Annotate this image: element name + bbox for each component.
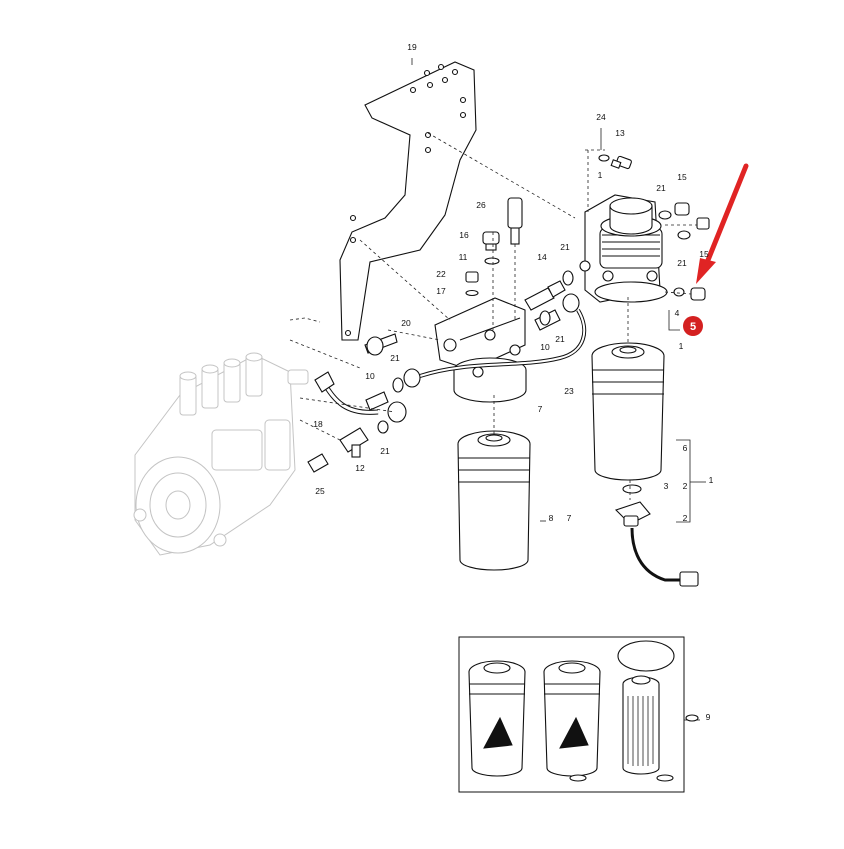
callout-c3: 3 (664, 481, 669, 491)
callout-c26: 26 (476, 200, 486, 210)
o-ring-17 (465, 289, 479, 297)
callout-c1b: 1 (679, 341, 684, 351)
callout-c21c: 21 (677, 258, 687, 268)
plug-15-lower (696, 217, 710, 230)
assembly-lines (289, 132, 697, 500)
callout-c23: 23 (564, 386, 574, 396)
kit-filter-2 (543, 660, 601, 777)
banjo-fitting (562, 293, 580, 313)
callout-c21f: 21 (380, 446, 390, 456)
callout-c21d: 21 (555, 334, 565, 344)
washer-21b (539, 310, 551, 326)
callout-c18: 18 (313, 419, 323, 429)
highlight-arrow (696, 163, 749, 284)
callout-c13: 13 (615, 128, 625, 138)
fitting-25 (307, 453, 329, 473)
line-18-end (314, 371, 335, 393)
callout-c15b: 15 (699, 249, 709, 259)
washer-21f (677, 230, 691, 240)
washer-21e (658, 210, 672, 220)
callout-c4: 4 (675, 308, 680, 318)
callout-c22: 22 (436, 269, 446, 279)
main-filter-head (579, 194, 668, 303)
callout-c20: 20 (401, 318, 411, 328)
kit-o-ring-2 (656, 774, 674, 782)
filter-cartridge-right (591, 342, 665, 481)
callout-c1a: 1 (598, 170, 603, 180)
callout-c6: 6 (683, 443, 688, 453)
kit-filter-3 (617, 640, 675, 775)
callout-c21b: 21 (560, 242, 570, 252)
plug-15-upper (674, 202, 690, 216)
callout-c12: 12 (355, 463, 365, 473)
callout-c10b: 10 (365, 371, 375, 381)
mounting-bracket-19 (339, 61, 477, 341)
callout-c25: 25 (315, 486, 325, 496)
callout-c17: 17 (436, 286, 446, 296)
plug-22 (465, 271, 479, 283)
kit-o-ring-3 (685, 714, 699, 722)
kit-filter-1 (468, 660, 526, 777)
screw-13 (610, 155, 632, 170)
callout-c11: 11 (459, 252, 468, 262)
fitting-12 (339, 427, 369, 458)
callout-c14: 14 (537, 252, 547, 262)
injection-pump-ghost (133, 352, 309, 556)
banjo-fitting-18 (387, 401, 407, 423)
callout-c1c: 1 (709, 475, 714, 485)
filter-cartridge-left (457, 430, 531, 571)
fitting-14 (524, 280, 566, 311)
callout-c7a: 7 (538, 404, 543, 414)
callout-c16: 16 (459, 230, 469, 240)
service-kit-inset (458, 636, 700, 793)
callout-c21a: 21 (656, 183, 666, 193)
callout-c9: 9 (706, 712, 711, 722)
banjo-fitting-23 (403, 368, 421, 388)
plug-5 (690, 287, 706, 301)
callout-brackets (411, 58, 706, 523)
callout-c19: 19 (407, 42, 417, 52)
washer-24 (598, 154, 610, 162)
banjo-bolt-10b (365, 391, 389, 411)
bolt-20 (364, 333, 398, 356)
callout-c24: 24 (596, 112, 606, 122)
plug-16 (482, 231, 500, 251)
water-sensor-2 (614, 501, 699, 587)
callout-c10a: 10 (540, 342, 550, 352)
washer-21d (377, 420, 389, 434)
washer-21c (392, 377, 404, 393)
o-ring-3 (622, 484, 642, 494)
highlight-callout-5: 5 (683, 316, 703, 336)
callout-c21e: 21 (390, 353, 400, 363)
highlight-callout-text: 5 (690, 321, 696, 333)
sensor-26 (507, 197, 523, 245)
o-ring-11 (484, 257, 500, 265)
prefilter-head (434, 297, 527, 403)
kit-o-ring-1 (569, 774, 587, 782)
callout-c8: 8 (549, 513, 554, 523)
callout-c2a: 2 (683, 481, 688, 491)
callout-c7b: 7 (567, 513, 572, 523)
washer-21 (562, 270, 574, 286)
callout-c15a: 15 (677, 172, 687, 182)
o-ring-4 (673, 287, 685, 297)
callout-c2b: 2 (683, 513, 688, 523)
